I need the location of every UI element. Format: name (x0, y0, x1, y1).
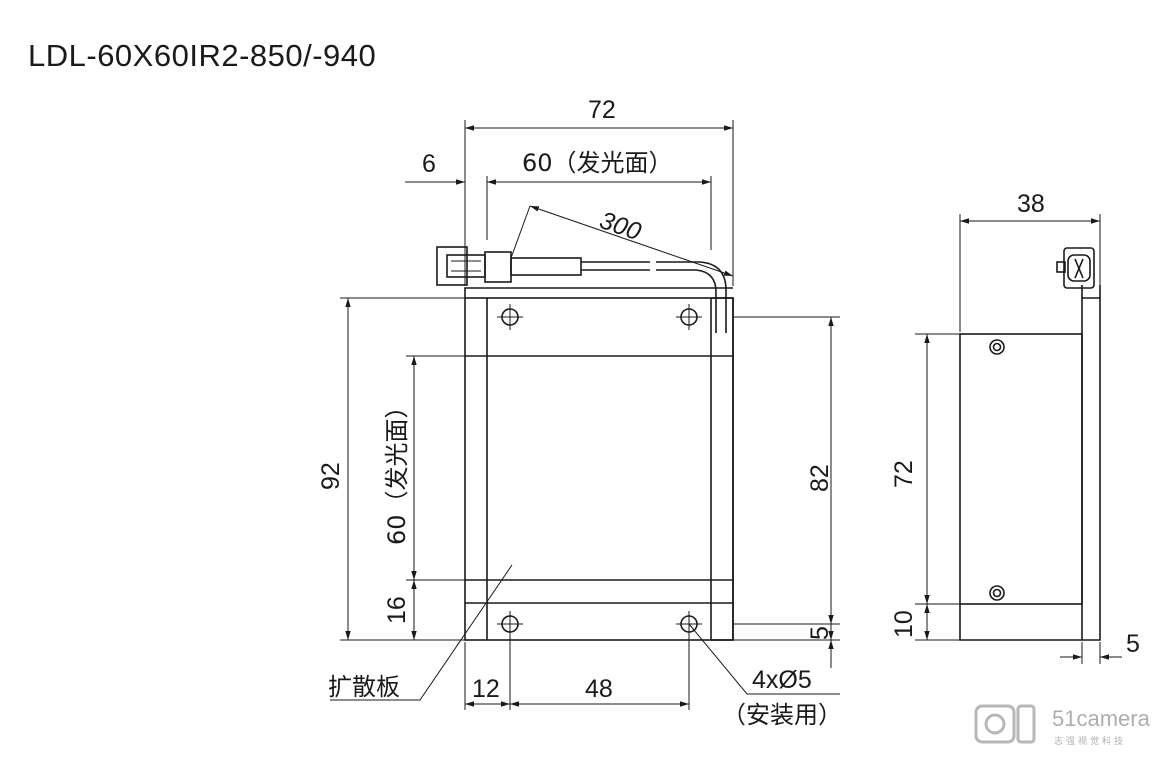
diffuser-label: 扩散板 (328, 673, 400, 701)
cable-connector (436, 246, 582, 286)
drawing-title: LDL-60X60IR2-850/-940 (28, 38, 377, 73)
side-body (959, 333, 1083, 605)
dim-72: 72 (588, 96, 616, 124)
watermark-logo: 51camera 志强视觉科技 (974, 704, 1151, 747)
dim-5-hole: 5 (806, 626, 834, 640)
dim-92: 92 (317, 462, 345, 490)
side-connector (1056, 247, 1095, 289)
dim-300-cable: 300 (596, 206, 645, 246)
dim-side-5: 5 (1126, 630, 1140, 658)
front-view (436, 246, 734, 641)
dim-60-emit-width: 60（发光面） (522, 149, 673, 177)
side-bracket (1081, 297, 1101, 641)
mount-hole-top-left (497, 304, 523, 330)
side-screw-top (989, 339, 1005, 355)
watermark-brand: 51camera (1052, 706, 1151, 731)
holes-note: （安装用） (722, 701, 842, 729)
side-screw-bottom (989, 585, 1005, 601)
dim-side-72: 72 (890, 460, 918, 488)
dim-38: 38 (1017, 190, 1045, 218)
side-dimensions (915, 214, 1122, 664)
dim-16: 16 (383, 596, 411, 624)
dim-82: 82 (806, 464, 834, 492)
dim-6: 6 (422, 150, 436, 178)
dim-holes: 4xØ5 (752, 666, 812, 694)
dim-side-10: 10 (890, 610, 918, 638)
dim-48: 48 (585, 675, 613, 703)
dim-12: 12 (472, 675, 500, 703)
front-housing-outline (464, 297, 734, 641)
mount-hole-top-right (676, 304, 702, 330)
dim-60-emit-height: 60（发光面） (383, 394, 411, 545)
watermark-sub: 志强视觉科技 (1054, 735, 1126, 747)
front-dimensions (330, 120, 840, 710)
side-view (959, 247, 1101, 641)
